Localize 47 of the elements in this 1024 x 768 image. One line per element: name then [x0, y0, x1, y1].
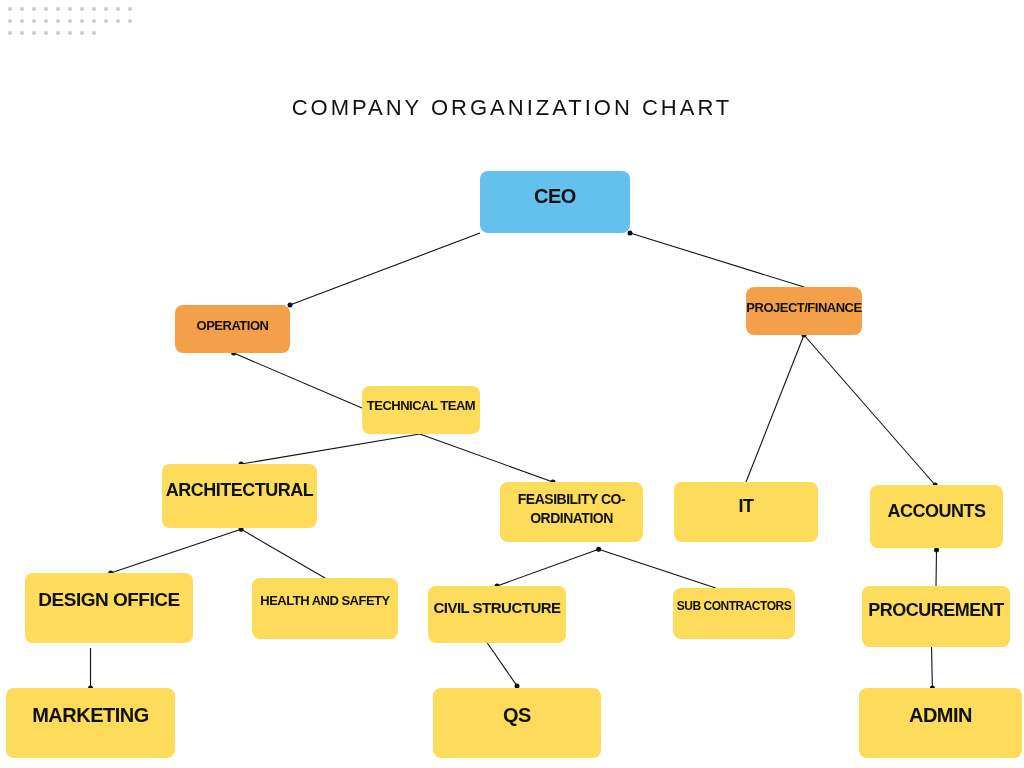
box-label: CEO — [533, 184, 577, 209]
box-label: IT — [737, 495, 755, 518]
org-box — [25, 573, 193, 643]
box-label: QS — [502, 703, 532, 728]
org-box — [362, 386, 480, 434]
connector-line — [419, 433, 556, 485]
org-box — [673, 588, 795, 639]
box-label: FEASIBILITY CO-ORDINATION — [516, 490, 627, 528]
connector-line — [627, 230, 805, 288]
connector-line — [803, 334, 938, 488]
org-box — [862, 586, 1010, 647]
org-box — [674, 482, 818, 542]
box-label: PROCUREMENT — [867, 599, 1005, 622]
connector-line — [929, 646, 935, 691]
connector-line — [238, 433, 421, 467]
org-box — [252, 578, 398, 639]
org-box — [433, 688, 601, 758]
connector-line — [486, 642, 520, 689]
org-box — [500, 482, 643, 542]
box-label: HEALTH AND SAFETY — [259, 592, 391, 610]
org-box — [870, 485, 1003, 548]
box-label: MARKETING — [31, 703, 150, 728]
connector-line — [745, 332, 807, 483]
org-box — [162, 464, 317, 528]
connector-line — [238, 526, 326, 579]
connector-line — [934, 547, 939, 587]
chart-title: COMPANY ORGANIZATION CHART — [290, 95, 734, 121]
org-box — [428, 586, 566, 643]
org-box — [6, 688, 175, 758]
box-label: CIVIL STRUCTURE — [432, 598, 562, 618]
box-label: ACCOUNTS — [886, 500, 987, 523]
box-label: OPERATION — [195, 317, 270, 335]
box-label: ADMIN — [907, 703, 973, 728]
org-box — [859, 688, 1022, 758]
box-label: SUB CONTRACTORS — [675, 598, 793, 615]
connector-line — [108, 528, 242, 576]
connector-line — [596, 546, 717, 589]
org-box — [175, 305, 290, 353]
box-label: TECHNICAL TEAM — [365, 397, 477, 415]
connector-line — [88, 647, 93, 691]
org-box — [480, 171, 630, 233]
connector-line — [287, 232, 481, 308]
org-box — [746, 287, 862, 335]
box-label: DESIGN OFFICE — [37, 588, 181, 612]
connector-line — [231, 350, 363, 409]
box-label: ARCHITECTURAL — [164, 479, 315, 502]
box-label: PROJECT/FINANCE — [745, 299, 863, 317]
